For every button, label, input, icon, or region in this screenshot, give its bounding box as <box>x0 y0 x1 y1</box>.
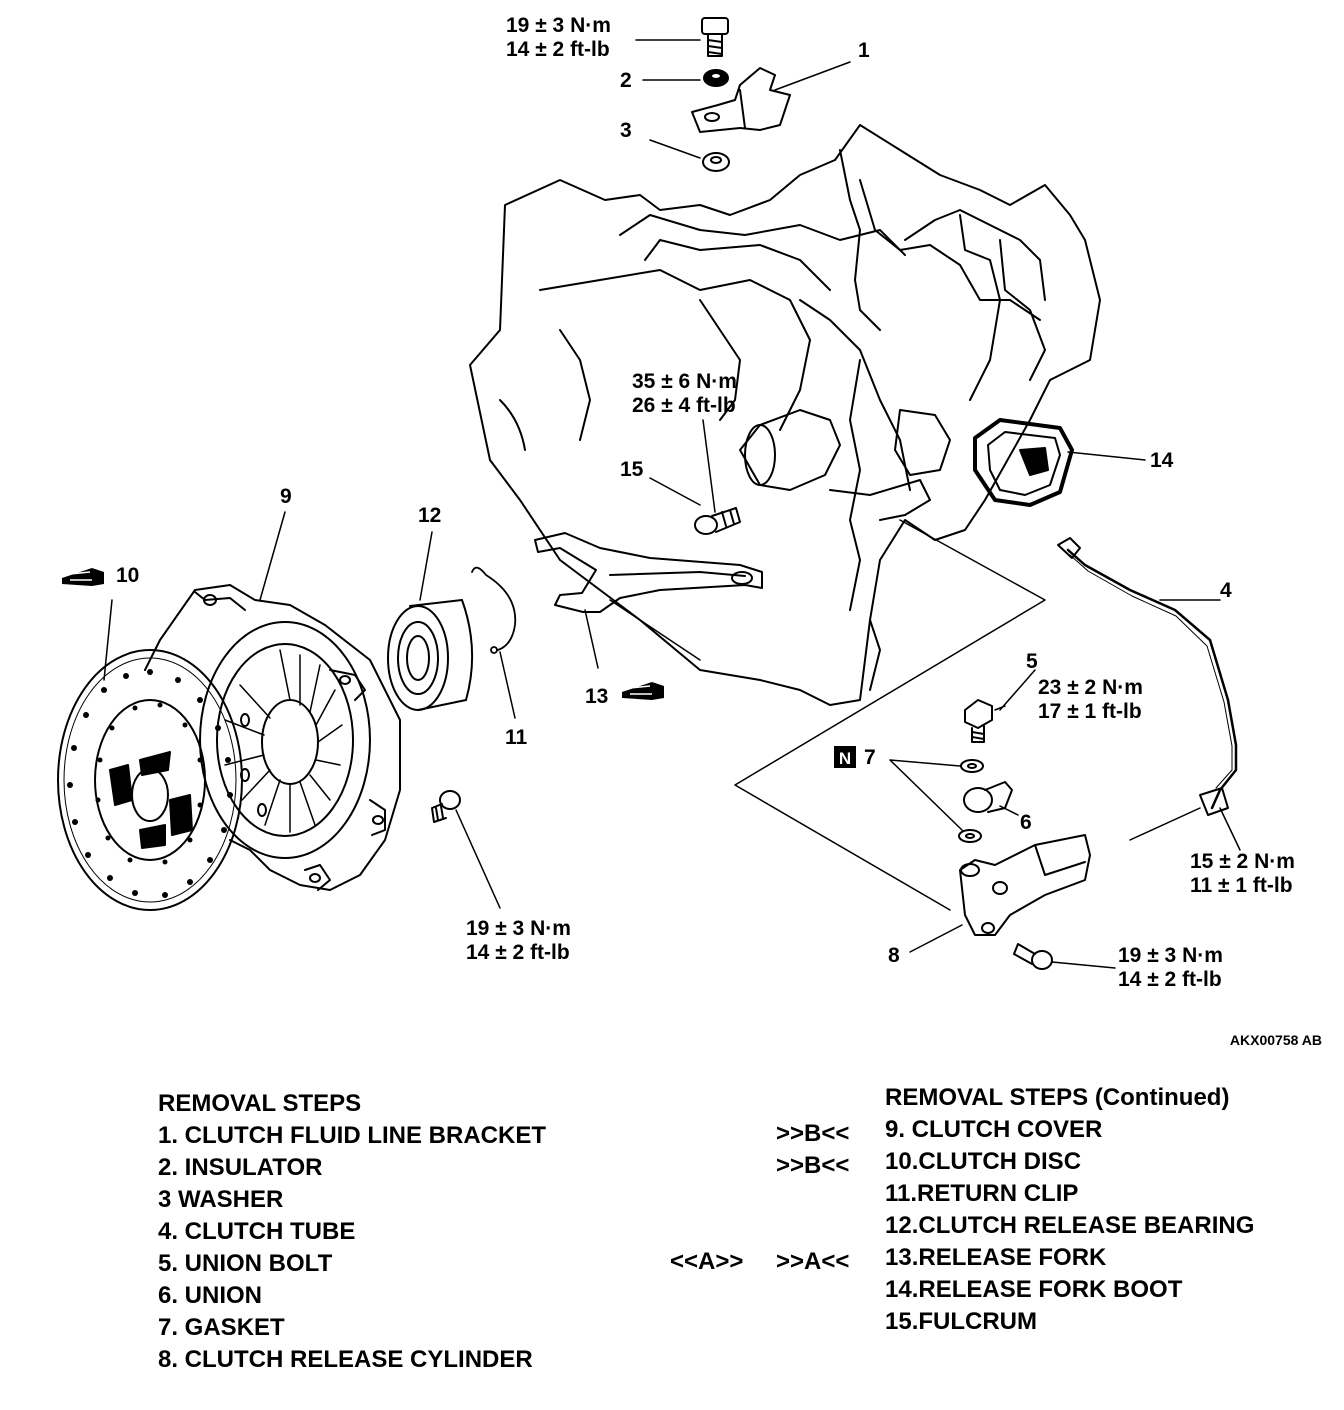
callout-15: 15 <box>620 458 644 481</box>
torque-cover-bolt-ftlb: 14 ± 2 ft-lb <box>466 941 570 964</box>
torque-fulcrum-nm: 35 ± 6 N·m <box>632 370 737 393</box>
leader-lines <box>103 39 1241 969</box>
torque-union-bolt-ftlb: 17 ± 1 ft-lb <box>1038 700 1142 723</box>
callout-12: 12 <box>418 504 441 527</box>
callout-4: 4 <box>1220 579 1232 602</box>
callout-11: 11 <box>505 726 528 749</box>
clutch-tube <box>1057 537 1238 816</box>
torque-tube-nut-ftlb: 11 ± 1 ft-lb <box>1190 874 1293 897</box>
removal-steps-continued: REMOVAL STEPS (Continued) 9. CLUTCH COVE… <box>885 1082 1335 1338</box>
callout-5: 5 <box>1026 650 1038 673</box>
torque-cylinder-bolt-ftlb: 14 ± 2 ft-lb <box>1118 968 1222 991</box>
ref-step9-install: >>B<< <box>776 1120 850 1147</box>
union-bolt <box>964 699 993 743</box>
ref-step13-removal: <<A>> <box>670 1248 744 1275</box>
torque-specs: 19 ± 3 N·m 14 ± 2 ft-lb 35 ± 6 N·m 26 ± … <box>466 14 1295 991</box>
gasket-upper <box>960 759 984 773</box>
removal-step-7: 7. GASKET <box>158 1314 285 1341</box>
removal-steps-continued-heading: REMOVAL STEPS (Continued) <box>885 1084 1230 1111</box>
clutch-cover-bolt <box>431 790 461 823</box>
callout-7: 7 <box>864 746 876 769</box>
clutch-disc <box>57 649 243 911</box>
removal-step-12: 12.CLUTCH RELEASE BEARING <box>885 1212 1255 1239</box>
torque-bracket-nm: 19 ± 3 N·m <box>506 14 611 37</box>
removal-steps-heading: REMOVAL STEPS <box>158 1090 362 1117</box>
ref-step13-install: >>A<< <box>776 1248 850 1275</box>
removal-step-11: 11.RETURN CLIP <box>885 1180 1079 1207</box>
fulcrum <box>694 507 741 535</box>
torque-fulcrum-ftlb: 26 ± 4 ft-lb <box>632 394 736 417</box>
callout-3: 3 <box>620 119 632 142</box>
clutch-release-bearing <box>387 599 474 711</box>
callout-numbers: 1 2 3 4 5 6 7 8 9 10 11 12 13 14 15 <box>116 39 1232 967</box>
callout-1: 1 <box>858 39 870 62</box>
callout-6: 6 <box>1020 811 1032 834</box>
torque-union-bolt-nm: 23 ± 2 N·m <box>1038 676 1143 699</box>
clutch-cover <box>144 584 401 891</box>
removal-step-10: 10.CLUTCH DISC <box>885 1148 1082 1175</box>
grease-icon-13 <box>622 682 664 700</box>
removal-step-14: 14.RELEASE FORK BOOT <box>885 1276 1183 1303</box>
release-fork <box>534 532 763 613</box>
torque-bracket-ftlb: 14 ± 2 ft-lb <box>506 38 610 61</box>
callout-14: 14 <box>1150 449 1174 472</box>
union <box>963 781 1013 813</box>
exploded-clutch-diagram: N 1 2 3 4 5 6 7 8 9 10 11 12 13 14 15 19… <box>57 14 1322 1048</box>
torque-tube-nut-nm: 15 ± 2 N·m <box>1190 850 1295 873</box>
torque-cylinder-bolt-nm: 19 ± 3 N·m <box>1118 944 1223 967</box>
callout-10: 10 <box>116 564 139 587</box>
gasket-lower <box>958 829 982 843</box>
assembly-guide-lines <box>609 519 1201 911</box>
removal-steps: REMOVAL STEPS 1. CLUTCH FLUID LINE BRACK… <box>158 1088 658 1376</box>
removal-step-13: 13.RELEASE FORK <box>885 1244 1107 1271</box>
callout-9: 9 <box>280 485 292 508</box>
callout-2: 2 <box>620 69 632 92</box>
removal-step-9: 9. CLUTCH COVER <box>885 1116 1103 1143</box>
insulator <box>703 69 729 87</box>
grease-icon-10 <box>62 568 104 586</box>
removal-step-5: 5. UNION BOLT <box>158 1250 333 1277</box>
release-fork-boot <box>973 418 1074 507</box>
removal-step-1: 1. CLUTCH FLUID LINE BRACKET <box>158 1122 546 1149</box>
clutch-fluid-line-bracket <box>691 67 791 133</box>
removal-step-2: 2. INSULATOR <box>158 1154 323 1181</box>
callout-8: 8 <box>888 944 900 967</box>
washer <box>702 152 730 172</box>
transaxle-housing <box>469 124 1101 706</box>
ref-step10-install: >>B<< <box>776 1152 850 1179</box>
removal-step-3: 3 WASHER <box>158 1186 284 1213</box>
removal-step-15: 15.FULCRUM <box>885 1308 1038 1335</box>
new-part-mark-icon: N <box>834 746 856 768</box>
bracket-bolt <box>701 17 729 57</box>
torque-cover-bolt-nm: 19 ± 3 N·m <box>466 917 571 940</box>
removal-step-8: 8. CLUTCH RELEASE CYLINDER <box>158 1346 533 1373</box>
removal-step-4: 4. CLUTCH TUBE <box>158 1218 356 1245</box>
new-part-mark-label: N <box>839 749 851 768</box>
clutch-release-cylinder <box>959 834 1091 936</box>
cylinder-bolt <box>1013 943 1053 970</box>
figure-code: AKX00758 AB <box>1230 1032 1322 1048</box>
return-clip <box>471 566 517 654</box>
removal-step-6: 6. UNION <box>158 1282 263 1309</box>
callout-13: 13 <box>585 685 608 708</box>
